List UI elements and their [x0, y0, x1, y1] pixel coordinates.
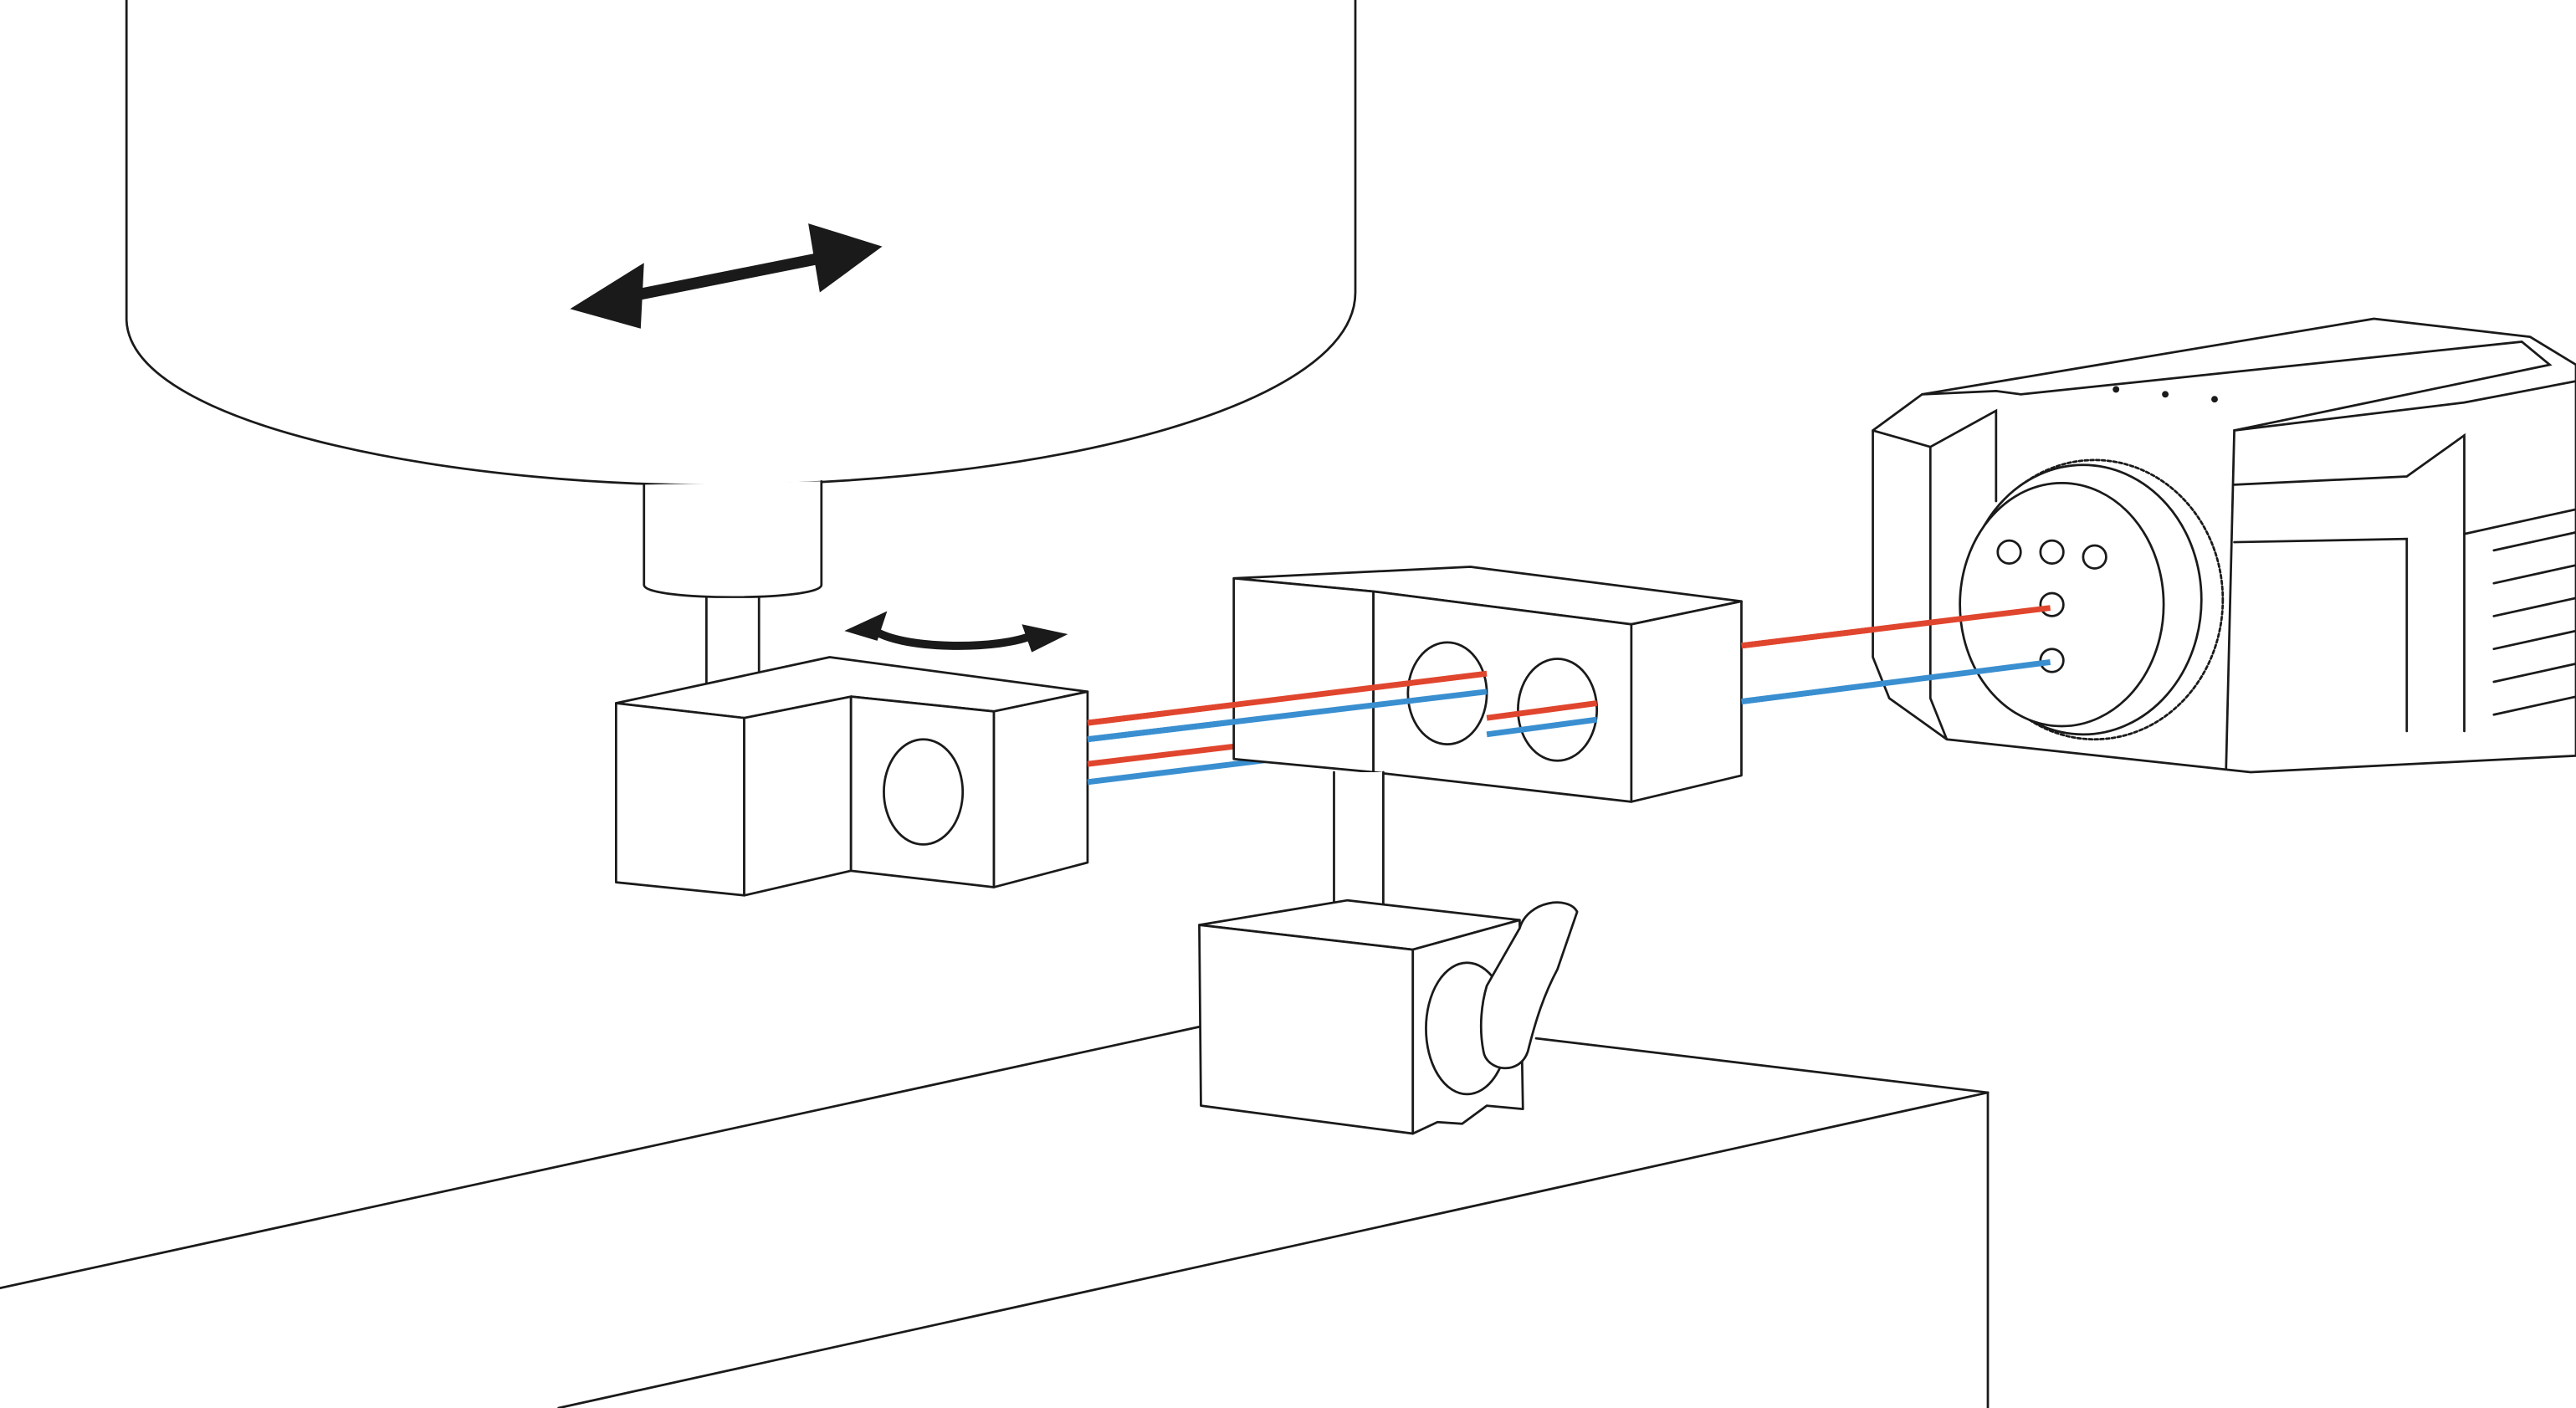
laser-receiver-unit — [1741, 317, 2576, 774]
magnetic-stand — [1198, 771, 1579, 1135]
spindle-laser-block — [614, 656, 1089, 897]
rotation-arrow-icon — [844, 611, 1068, 653]
spindle-head — [125, 0, 1357, 487]
machine-table — [0, 1026, 1990, 1408]
vent-slots — [2492, 530, 2576, 716]
target-block — [1087, 566, 1743, 803]
